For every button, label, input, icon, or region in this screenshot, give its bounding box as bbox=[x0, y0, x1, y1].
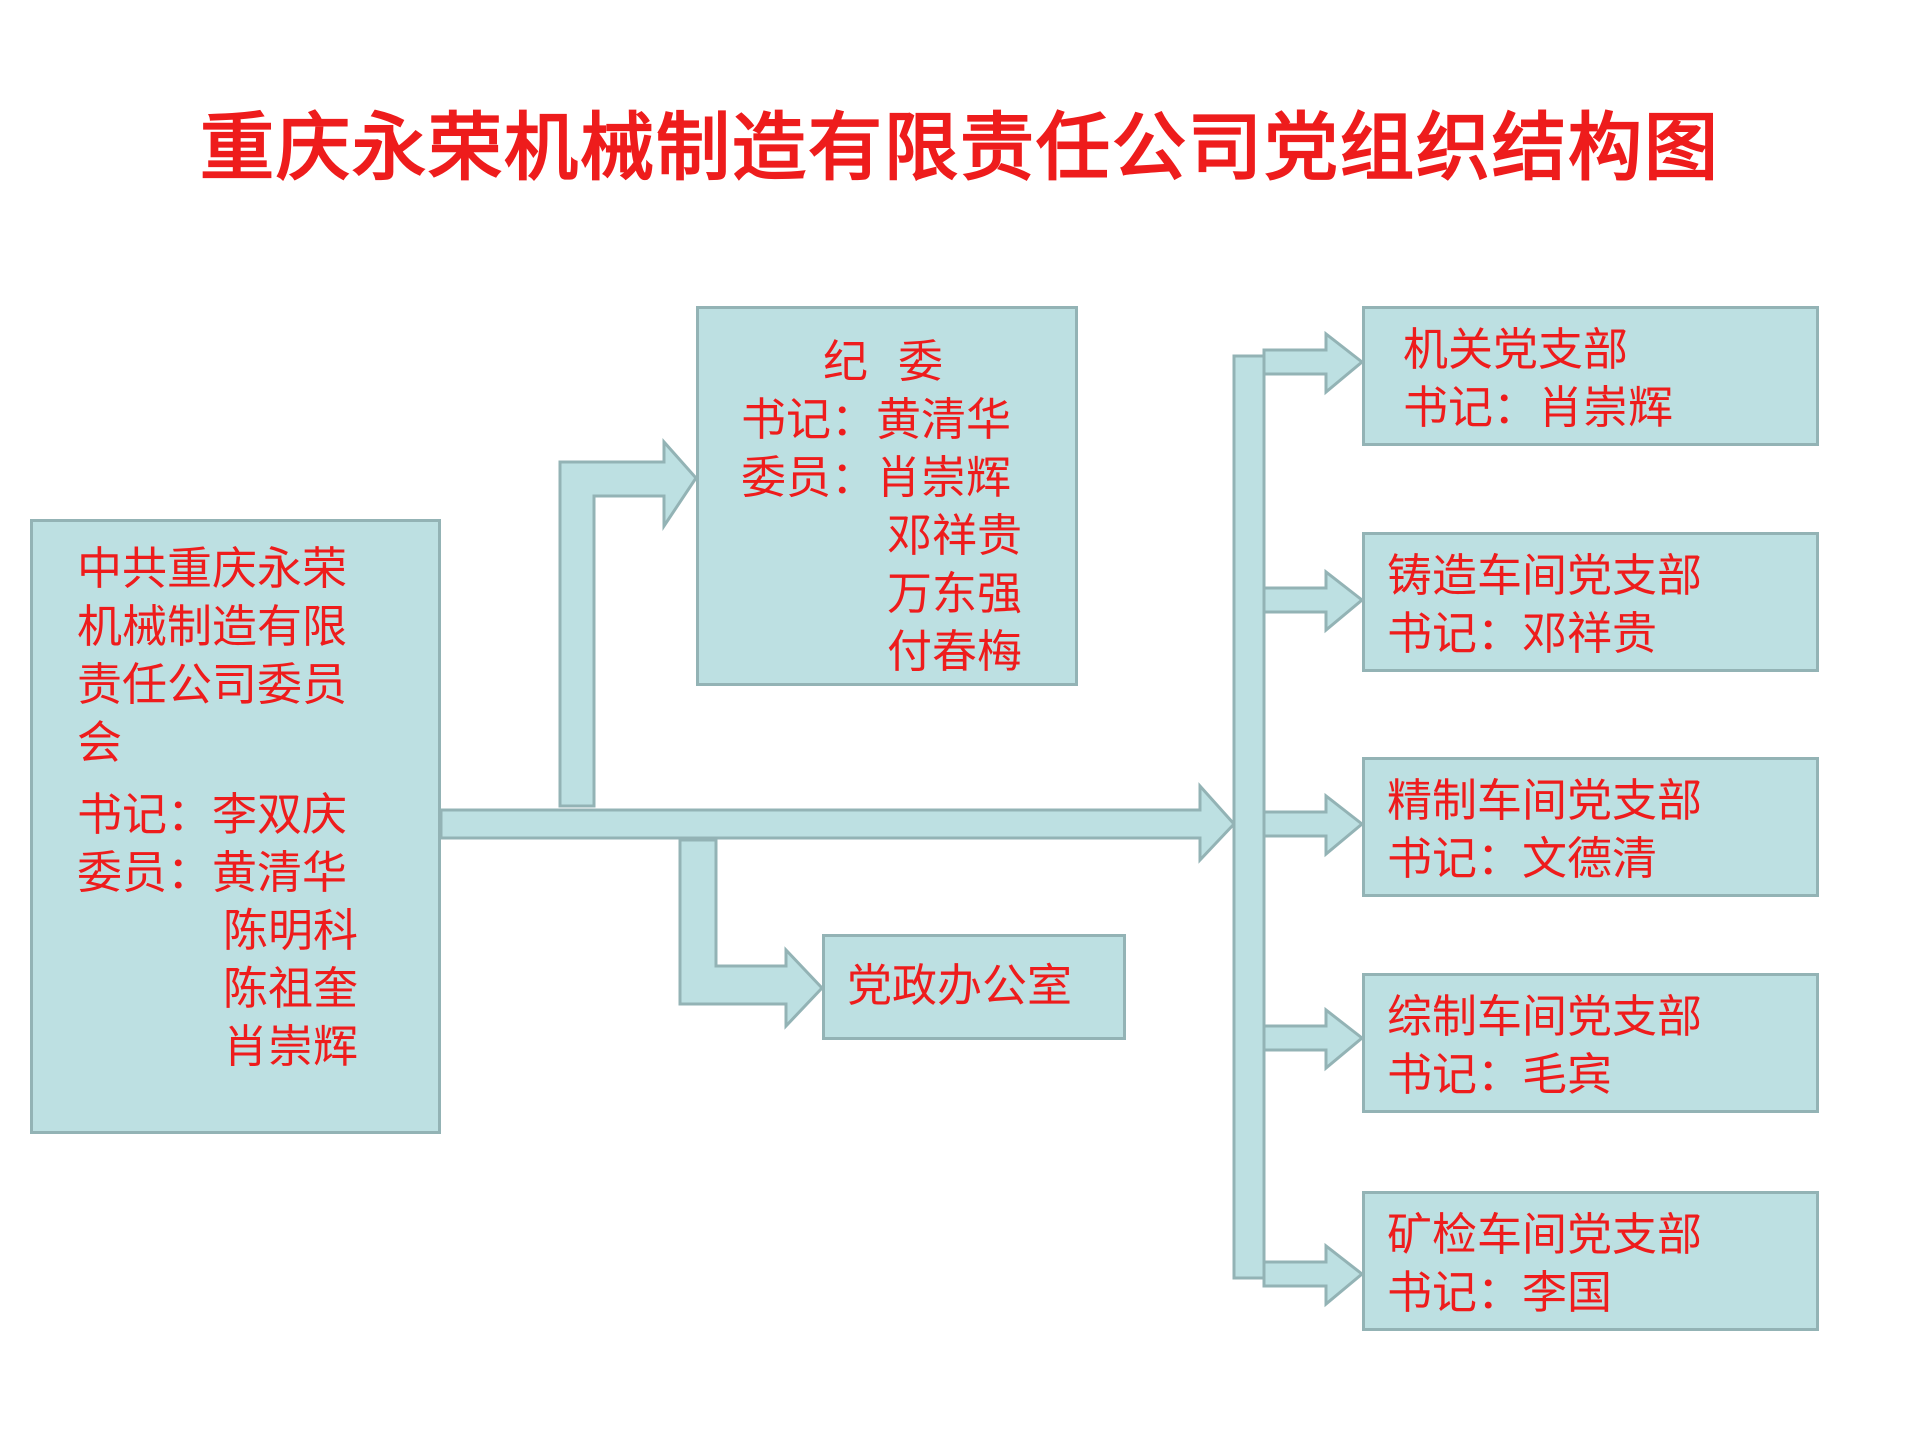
arrow-to-office bbox=[678, 838, 825, 1030]
main-committee-members: 委员：黄清华 bbox=[77, 846, 348, 899]
main-committee-box: 中共重庆永荣 机械制造有限 责任公司委员 会 书记：李双庆 委员：黄清华 陈明科… bbox=[30, 519, 441, 1134]
main-committee-name-line: 责任公司委员 bbox=[77, 658, 348, 711]
discipline-commission-name: 纪委 bbox=[741, 333, 1075, 391]
main-committee-name: 中共重庆永荣 机械制造有限 责任公司委员 会 bbox=[77, 540, 398, 772]
branch-secretary: 书记：毛宾 bbox=[1387, 1048, 1613, 1101]
main-committee-member: 陈明科 bbox=[223, 904, 359, 957]
branch-secretary: 书记：文德清 bbox=[1387, 832, 1658, 885]
arrow-to-branch-3 bbox=[1262, 1006, 1365, 1072]
branch-name: 机关党支部 bbox=[1403, 323, 1629, 376]
office-box: 党政办公室 bbox=[822, 934, 1126, 1040]
branch-secretary: 书记：邓祥贵 bbox=[1387, 607, 1658, 660]
discipline-commission-members: 委员：肖崇辉 bbox=[741, 451, 1012, 504]
branch-bus bbox=[1232, 354, 1266, 1280]
discipline-commission-name-a: 纪 bbox=[823, 335, 875, 388]
arrow-to-branch-0 bbox=[1262, 330, 1365, 396]
branch-box: 综制车间党支部 书记：毛宾 bbox=[1362, 973, 1819, 1113]
discipline-commission-box: 纪委 书记：黄清华 委员：肖崇辉 邓祥贵 万东强 付春梅 bbox=[696, 306, 1078, 686]
branch-secretary: 书记：肖崇辉 bbox=[1403, 381, 1674, 434]
branch-name: 铸造车间党支部 bbox=[1387, 549, 1703, 602]
arrow-to-branch-4 bbox=[1262, 1242, 1365, 1308]
branch-box: 机关党支部 书记：肖崇辉 bbox=[1362, 306, 1819, 446]
arrow-to-branch-bus bbox=[439, 782, 1237, 864]
discipline-commission-member: 付春梅 bbox=[887, 625, 1023, 678]
main-committee-name-line: 机械制造有限 bbox=[77, 600, 348, 653]
office-name: 党政办公室 bbox=[847, 959, 1073, 1012]
arrow-to-branch-1 bbox=[1262, 568, 1365, 634]
arrow-to-branch-2 bbox=[1262, 792, 1365, 858]
discipline-commission-secretary: 书记：黄清华 bbox=[741, 393, 1012, 446]
arrow-to-discipline-commission bbox=[558, 438, 698, 808]
main-committee-member: 陈祖奎 bbox=[223, 962, 359, 1015]
branch-box: 精制车间党支部 书记：文德清 bbox=[1362, 757, 1819, 897]
branch-box: 铸造车间党支部 书记：邓祥贵 bbox=[1362, 532, 1819, 672]
discipline-commission-name-b: 委 bbox=[898, 335, 950, 388]
discipline-commission-member: 邓祥贵 bbox=[887, 509, 1023, 562]
branch-name: 矿检车间党支部 bbox=[1387, 1208, 1703, 1261]
discipline-commission-member: 万东强 bbox=[887, 567, 1023, 620]
branch-name: 综制车间党支部 bbox=[1387, 990, 1703, 1043]
page-title: 重庆永荣机械制造有限责任公司党组织结构图 bbox=[200, 105, 1720, 191]
branch-name: 精制车间党支部 bbox=[1387, 774, 1703, 827]
branch-secretary: 书记：李国 bbox=[1387, 1266, 1613, 1319]
branch-box: 矿检车间党支部 书记：李国 bbox=[1362, 1191, 1819, 1331]
main-committee-secretary: 书记：李双庆 bbox=[77, 788, 348, 841]
main-committee-name-line: 会 bbox=[77, 716, 123, 769]
main-committee-name-line: 中共重庆永荣 bbox=[77, 542, 348, 595]
main-committee-member: 肖崇辉 bbox=[223, 1020, 359, 1073]
